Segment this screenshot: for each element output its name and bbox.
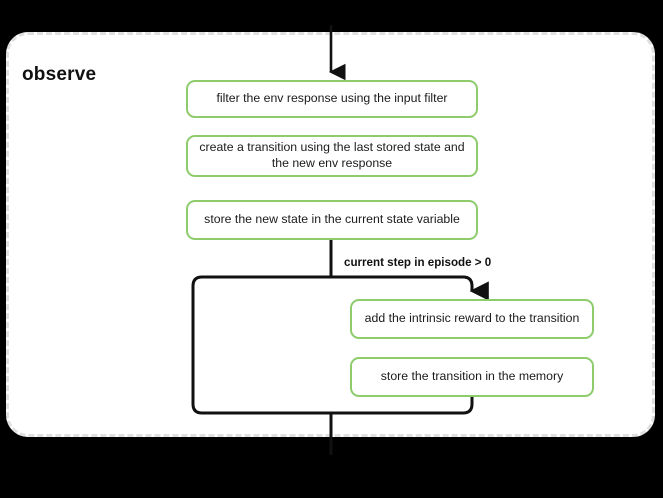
branch-condition-label: current step in episode > 0 (344, 256, 492, 269)
page-title: observe (22, 64, 97, 85)
node-add-intrinsic-reward[interactable]: add the intrinsic reward to the transiti… (350, 299, 594, 339)
node-store-transition-memory[interactable]: store the transition in the memory (350, 357, 594, 397)
node-filter-env-response[interactable]: filter the env response using the input … (186, 80, 478, 118)
node-store-new-state[interactable]: store the new state in the current state… (186, 200, 478, 240)
node-create-transition[interactable]: create a transition using the last store… (186, 135, 478, 177)
